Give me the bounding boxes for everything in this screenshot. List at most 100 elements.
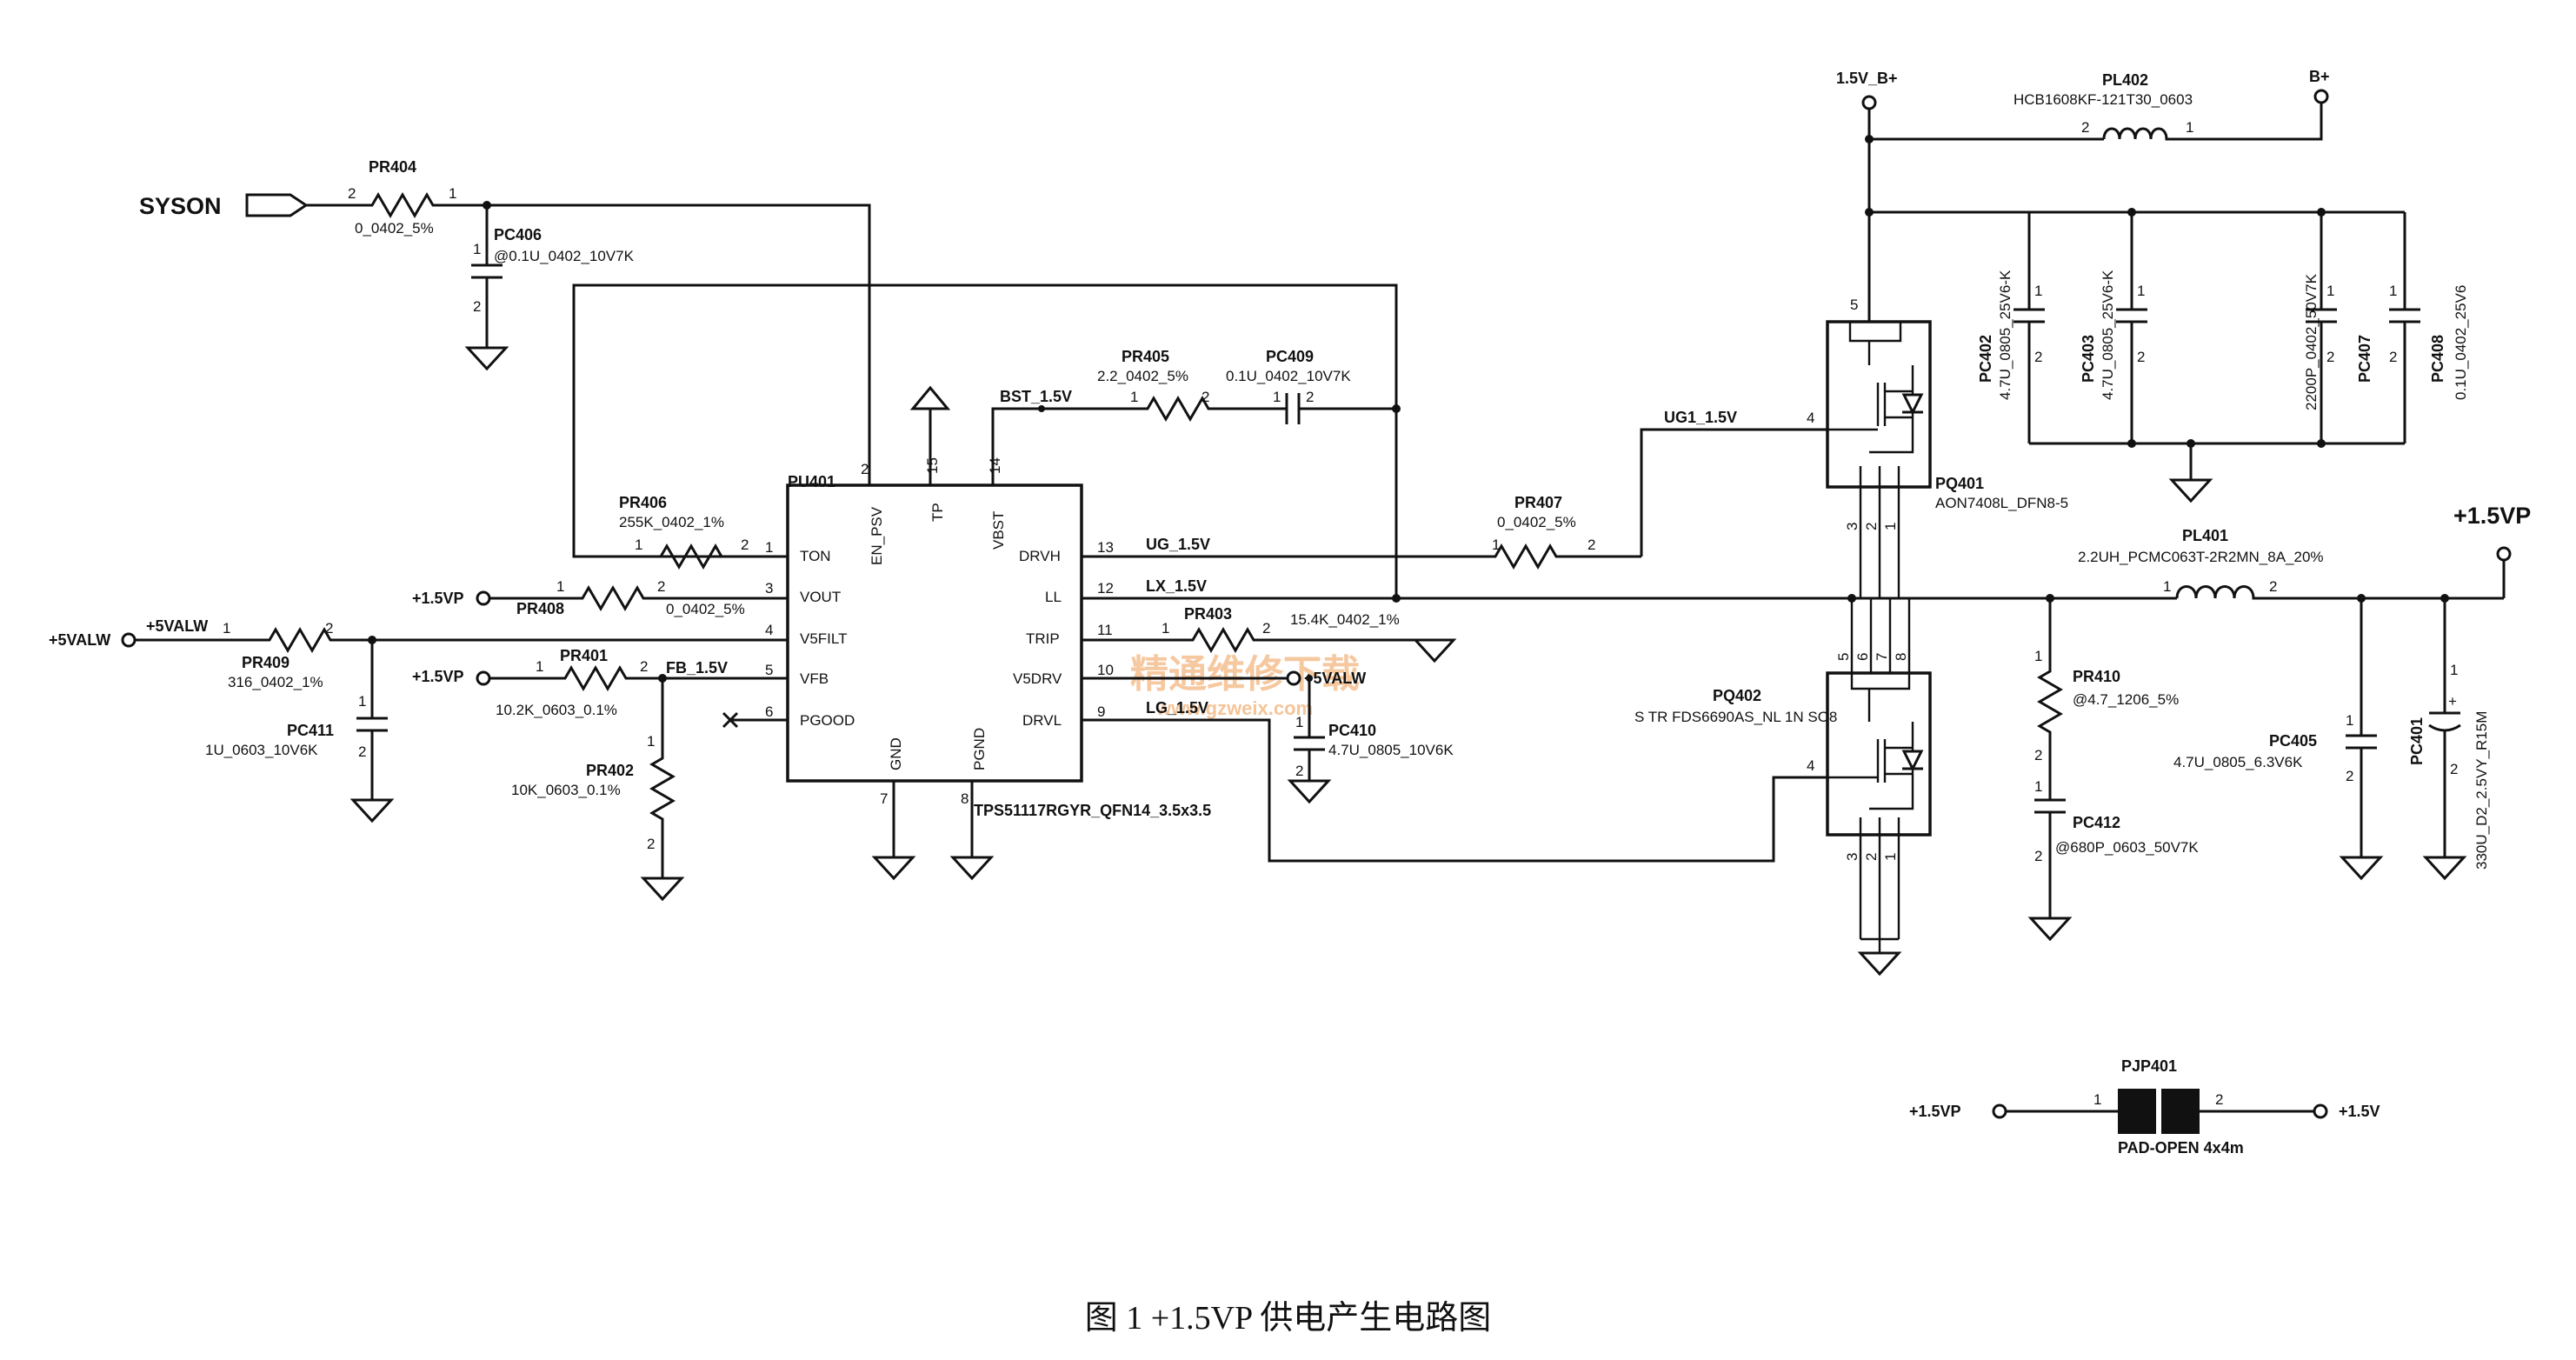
pin-drvh-num: 13 <box>1097 539 1114 556</box>
pin-ton-label: TON <box>800 548 831 564</box>
pr409-pin2: 2 <box>325 620 333 637</box>
pc403-ref: PC403 <box>2080 335 2097 383</box>
pr410-ref: PR410 <box>2073 668 2120 685</box>
pr404-value: 0_0402_5% <box>355 220 434 237</box>
pq402-pin-d2: 6 <box>1854 653 1871 661</box>
pc412-pin2: 2 <box>2034 848 2042 864</box>
ground-icon <box>1287 779 1332 804</box>
controller-pu401: PU401 TPS51117RGYR_QFN14_3.5x3.5 TON 1 V… <box>765 457 1211 819</box>
pl402-inductor-icon <box>2102 103 2323 141</box>
pr401-ref: PR401 <box>560 647 608 664</box>
net-jp-left-label: +1.5VP <box>1909 1103 1961 1120</box>
pq402-pin-d4: 8 <box>1893 653 1909 661</box>
pr402-pin1: 1 <box>647 733 655 750</box>
pl401-inductor-icon <box>2175 585 2504 600</box>
net-p15vp-b-label: +1.5VP <box>412 668 464 685</box>
pr401-pin1: 1 <box>536 658 543 675</box>
syson-input: SYSON <box>139 193 355 219</box>
pc407-value: 2200P_0402_50V7K <box>2303 273 2320 410</box>
pin-tp-label: TP <box>929 503 946 522</box>
pq402-value: S TR FDS6690AS_NL 1N SO8 <box>1634 709 1837 725</box>
pc412-capacitor-icon <box>2034 798 2066 814</box>
pr409-ref: PR409 <box>242 654 290 671</box>
net-port-icon <box>1286 670 1301 686</box>
pc405-ref: PC405 <box>2269 732 2317 750</box>
pc403-pin2: 2 <box>2137 349 2145 365</box>
vout-input: +1.5VP 1 2 PR408 0_0402_5% <box>412 578 788 617</box>
pr405-pin1: 1 <box>1130 389 1138 405</box>
net-port-icon <box>2313 1103 2328 1119</box>
net-syson-label: SYSON <box>139 193 222 219</box>
pin-vout-label: VOUT <box>800 589 841 605</box>
pc410-value: 4.7U_0805_10V6K <box>1328 742 1454 758</box>
wire-en-psv <box>487 203 871 485</box>
pq402-pin-s1: 1 <box>1882 853 1899 861</box>
resistor-pr404: PR404 2 1 0_0402_5% <box>348 158 487 237</box>
pin-vfb-label: VFB <box>800 670 829 687</box>
pc409-pin2: 2 <box>1306 389 1314 405</box>
pr410-value: @4.7_1206_5% <box>2073 691 2179 708</box>
pr402-value: 10K_0603_0.1% <box>511 782 621 798</box>
pc408-ref: PC408 <box>2429 335 2446 383</box>
resistor-pr406: PR406 255K_0402_1% 1 2 <box>619 494 749 570</box>
pr408-resistor-icon <box>565 585 788 611</box>
pc410-capacitor-icon <box>1294 736 1325 751</box>
pc409-capacitor-icon <box>1285 393 1301 424</box>
pin-drvl-label: DRVL <box>1022 712 1062 729</box>
pin-vbst-num: 14 <box>987 457 1003 474</box>
net-port-icon <box>476 590 491 606</box>
net-port-icon <box>1992 1103 2007 1119</box>
ground-icon <box>2339 856 2384 881</box>
pc402-ref: PC402 <box>1977 335 1994 383</box>
mosfet-pq402: 5 6 7 8 4 PQ402 S TR FDS6690AS_NL 1N SO8… <box>1634 598 1932 977</box>
pq402-pin-s3: 3 <box>1844 853 1860 861</box>
ground-icon <box>1412 638 1457 663</box>
bootstrap-network: BST_1.5V 1 2 PR405 2.2_0402_5% 1 2 PC409… <box>991 348 1401 485</box>
pc406-pin1: 1 <box>473 241 481 257</box>
pin-pgood-num: 6 <box>765 703 773 720</box>
pc405-value: 4.7U_0805_6.3V6K <box>2173 754 2303 770</box>
pq402-pin-gate: 4 <box>1807 757 1814 774</box>
pin-pgnd-label: PGND <box>971 728 988 770</box>
net-port-icon <box>121 632 136 648</box>
pc406-ref: PC406 <box>494 226 542 243</box>
pr409-pin1: 1 <box>223 620 230 637</box>
net-bplus-label: B+ <box>2309 68 2330 85</box>
pr405-value: 2.2_0402_5% <box>1097 368 1188 384</box>
pq401-pin-s3: 3 <box>1844 523 1860 530</box>
pin-v5filt-num: 4 <box>765 622 773 638</box>
pl402-value: HCB1608KF-121T30_0603 <box>2014 91 2193 108</box>
pr403-pin1: 1 <box>1162 620 1169 637</box>
no-connect-icon <box>722 711 739 729</box>
pin-pgood-label: PGOOD <box>800 712 855 729</box>
pr404-ref: PR404 <box>369 158 416 176</box>
pl401-pin1: 1 <box>2163 578 2171 595</box>
pc405-pin1: 1 <box>2346 712 2353 729</box>
pjp401-ref: PJP401 <box>2121 1057 2177 1075</box>
pq401-pin-s1: 1 <box>1882 523 1899 530</box>
pin-drvh-label: DRVH <box>1019 548 1061 564</box>
pr406-value: 255K_0402_1% <box>619 514 724 530</box>
pr407-pin2: 2 <box>1588 537 1595 553</box>
pr407-pin1: 1 <box>1492 537 1500 553</box>
pr404-pin2: 1 <box>449 185 456 202</box>
pin-v5filt-label: V5FILT <box>800 630 847 647</box>
ground-icon <box>464 346 509 371</box>
pr407-value: 0_0402_5% <box>1497 514 1576 530</box>
input-capacitors: 1 2 PC402 4.7U_0805_25V6-K 1 2 PC403 4.7… <box>1865 208 2469 503</box>
pq402-ref: PQ402 <box>1713 687 1761 704</box>
net-jp-right-label: +1.5V <box>2339 1103 2380 1120</box>
figure-caption: 图 1 +1.5VP 供电产生电路图 <box>1084 1300 1492 1337</box>
pc405-capacitor-icon <box>2346 734 2377 750</box>
pr406-ref: PR406 <box>619 494 667 511</box>
pc410-pin2: 2 <box>1295 763 1303 779</box>
pin-trip-label: TRIP <box>1026 630 1060 647</box>
controller-body <box>786 483 1083 783</box>
wire-lg <box>1082 718 1827 863</box>
pc401-capacitor-icon <box>2428 711 2461 732</box>
pr403-resistor-icon <box>1175 627 1434 653</box>
v5drv-network: +5VALW 1 2 PC410 4.7U_0805_10V6K <box>1082 670 1454 804</box>
pc402-pin2: 2 <box>2034 349 2042 365</box>
pq401-pin-s2: 2 <box>1863 523 1880 530</box>
ground-icon <box>1857 951 1902 977</box>
